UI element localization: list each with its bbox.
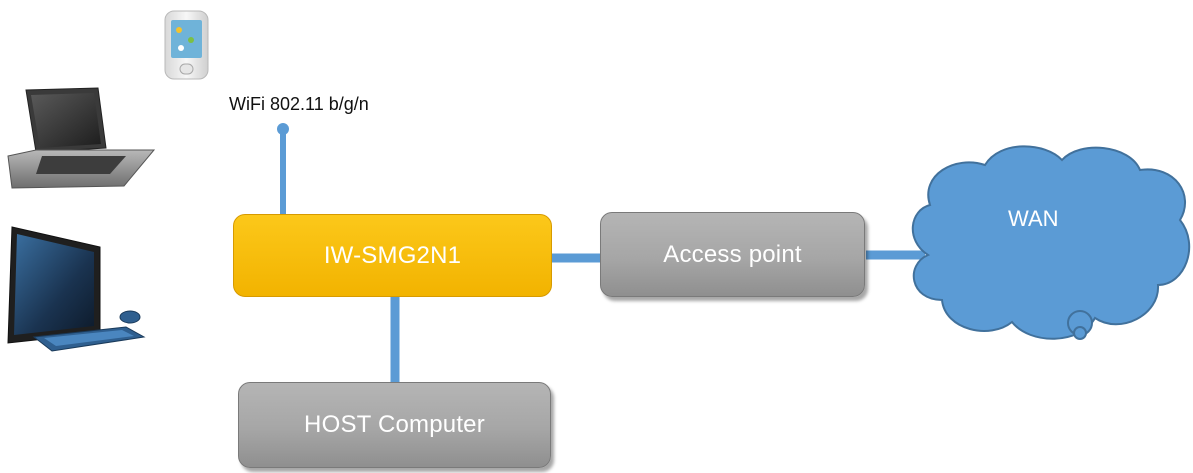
wan-cloud — [911, 145, 1191, 340]
host-computer-node-label: HOST Computer — [304, 411, 485, 438]
wifi-standard-label: WiFi 802.11 b/g/n — [229, 94, 369, 114]
module-node: IW-SMG2N1 — [233, 214, 552, 297]
laptop-icon — [7, 87, 156, 189]
desktop-icon — [7, 226, 146, 352]
access-point-node-label: Access point — [663, 240, 802, 268]
host-computer-node: HOST Computer — [238, 382, 551, 468]
wifi-antenna-tip — [277, 123, 289, 135]
module-node-label: IW-SMG2N1 — [323, 241, 462, 269]
phone-icon — [164, 10, 209, 80]
access-point-node: Access point — [600, 212, 865, 297]
wan-label: WAN — [1008, 206, 1059, 231]
